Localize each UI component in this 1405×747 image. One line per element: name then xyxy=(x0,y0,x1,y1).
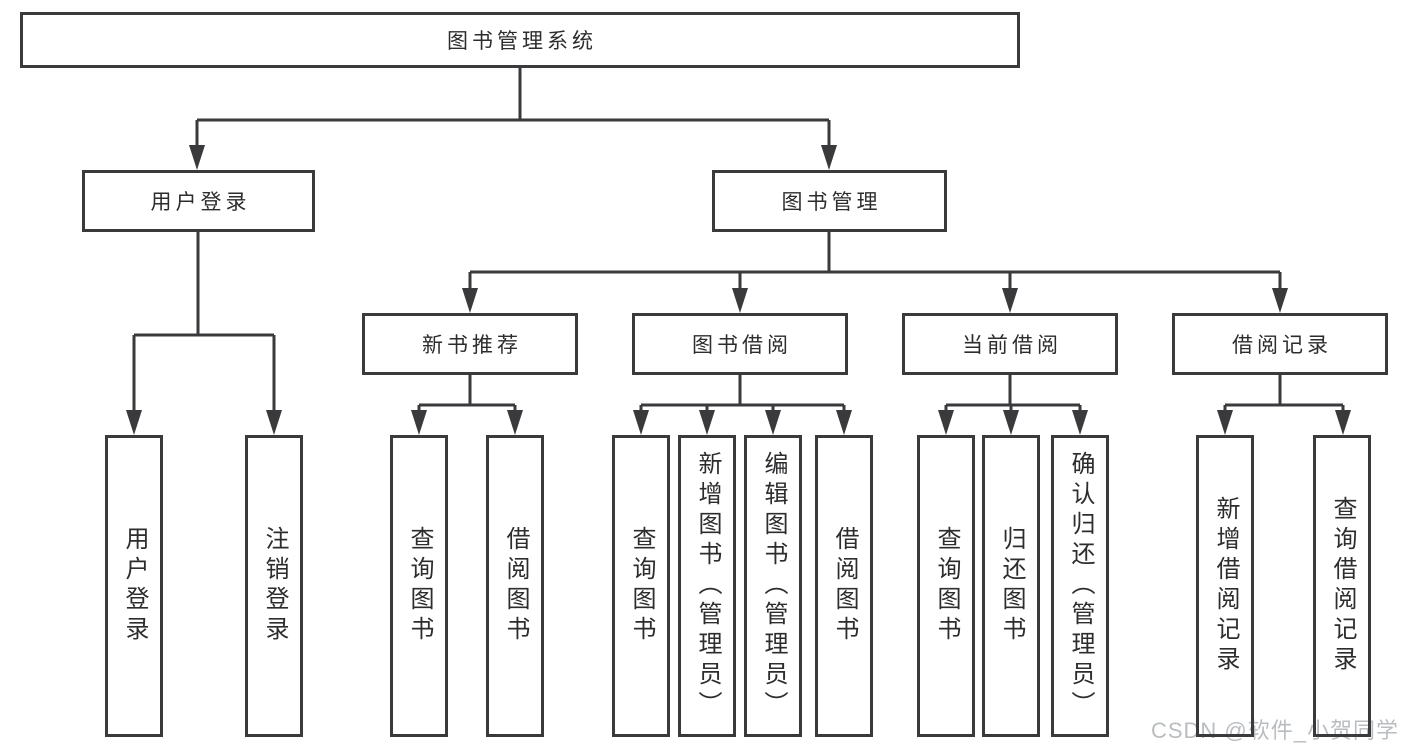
node-leaf-logout: 注销登录 xyxy=(245,435,303,737)
node-user-login-label: 用户登录 xyxy=(150,191,251,214)
node-leaf-nbr-query-book-label: 查询图书 xyxy=(406,526,433,646)
node-leaf-user-login-label: 用户登录 xyxy=(121,526,148,646)
node-new-book-recommend: 新书推荐 xyxy=(362,313,578,375)
node-user-login: 用户登录 xyxy=(82,170,315,232)
node-leaf-cb-confirm-return: 确认归还（管理员） xyxy=(1051,435,1109,737)
node-leaf-cb-return-book-label: 归还图书 xyxy=(998,526,1025,646)
node-borrow-record-label: 借阅记录 xyxy=(1232,334,1332,357)
node-leaf-user-login: 用户登录 xyxy=(105,435,163,737)
node-leaf-cb-return-book: 归还图书 xyxy=(982,435,1040,737)
node-book-management: 图书管理 xyxy=(712,170,947,232)
arrowheads xyxy=(126,145,1351,435)
node-leaf-bb-query-book-label: 查询图书 xyxy=(628,526,655,646)
node-current-borrow-label: 当前借阅 xyxy=(962,334,1062,357)
node-book-management-label: 图书管理 xyxy=(781,191,882,214)
node-current-borrow: 当前借阅 xyxy=(902,313,1118,375)
node-leaf-bb-borrow-book-label: 借阅图书 xyxy=(831,526,858,646)
node-leaf-nbr-query-book: 查询图书 xyxy=(390,435,448,737)
connector-book-borrow-children xyxy=(639,375,846,413)
node-book-borrow: 图书借阅 xyxy=(632,313,848,375)
node-leaf-logout-label: 注销登录 xyxy=(261,526,288,646)
node-leaf-bb-edit-book-label: 编辑图书（管理员） xyxy=(760,451,787,721)
connector-root-to-level2 xyxy=(195,68,831,148)
node-leaf-cb-confirm-return-label: 确认归还（管理员） xyxy=(1067,451,1094,721)
connector-user-login-children xyxy=(132,232,276,413)
node-leaf-bb-add-book: 新增图书（管理员） xyxy=(678,435,736,737)
node-root: 图书管理系统 xyxy=(20,12,1020,68)
connector-borrow-record-children xyxy=(1223,375,1345,413)
node-leaf-br-query-record-label: 查询借阅记录 xyxy=(1329,496,1356,676)
node-leaf-bb-add-book-label: 新增图书（管理员） xyxy=(694,451,721,721)
node-leaf-nbr-borrow-book-label: 借阅图书 xyxy=(502,526,529,646)
watermark: CSDN @软件_小贺同学 xyxy=(1150,718,1399,743)
node-new-book-recommend-label: 新书推荐 xyxy=(422,334,522,357)
node-leaf-br-query-record: 查询借阅记录 xyxy=(1313,435,1371,737)
node-leaf-cb-query-book-label: 查询图书 xyxy=(933,526,960,646)
connector-current-borrow-children xyxy=(944,375,1082,413)
connector-book-management-children xyxy=(468,232,1282,291)
node-leaf-br-add-record-label: 新增借阅记录 xyxy=(1212,496,1239,676)
node-leaf-bb-borrow-book: 借阅图书 xyxy=(815,435,873,737)
node-leaf-bb-edit-book: 编辑图书（管理员） xyxy=(744,435,802,737)
node-borrow-record: 借阅记录 xyxy=(1172,313,1388,375)
node-leaf-cb-query-book: 查询图书 xyxy=(917,435,975,737)
node-leaf-br-add-record: 新增借阅记录 xyxy=(1196,435,1254,737)
node-leaf-bb-query-book: 查询图书 xyxy=(612,435,670,737)
connector-new-book-recommend-children xyxy=(417,375,517,413)
node-leaf-nbr-borrow-book: 借阅图书 xyxy=(486,435,544,737)
node-root-label: 图书管理系统 xyxy=(447,30,597,53)
node-book-borrow-label: 图书借阅 xyxy=(692,334,792,357)
